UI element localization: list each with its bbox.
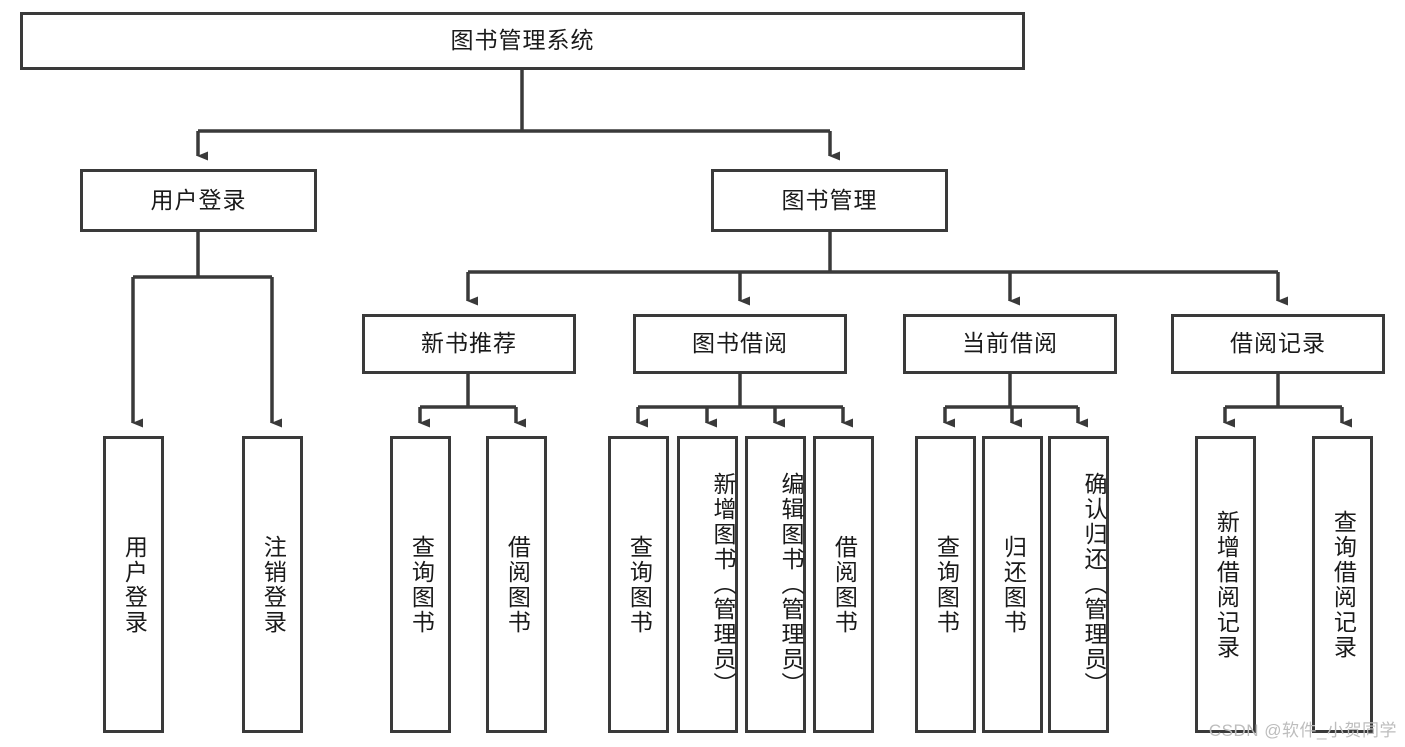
leaf-logout-login[interactable]: 注销登录 — [242, 436, 303, 733]
leaf-borrow-book-new-book[interactable]: 借阅图书 — [486, 436, 547, 733]
node-book-management[interactable]: 图书管理 — [711, 169, 948, 232]
leaf-query-book-new-book[interactable]: 查询图书 — [390, 436, 451, 733]
leaf-edit-book-admin[interactable]: 编辑图书（管理员） — [745, 436, 806, 733]
node-book-management-system[interactable]: 图书管理系统 — [20, 12, 1025, 70]
leaf-return-book[interactable]: 归还图书 — [982, 436, 1043, 733]
leaf-add-book-admin[interactable]: 新增图书（管理员） — [677, 436, 738, 733]
node-book-borrowing[interactable]: 图书借阅 — [633, 314, 847, 374]
node-current-borrowing[interactable]: 当前借阅 — [903, 314, 1117, 374]
node-borrowing-record[interactable]: 借阅记录 — [1171, 314, 1385, 374]
node-new-book-recommendation[interactable]: 新书推荐 — [362, 314, 576, 374]
leaf-borrow-book-borrowing[interactable]: 借阅图书 — [813, 436, 874, 733]
node-user-login[interactable]: 用户登录 — [80, 169, 317, 232]
csdn-watermark: CSDN @软件_小贺同学 — [1208, 721, 1397, 740]
leaf-query-book-borrowing[interactable]: 查询图书 — [608, 436, 669, 733]
leaf-query-book-current[interactable]: 查询图书 — [915, 436, 976, 733]
leaf-confirm-return-admin[interactable]: 确认归还（管理员） — [1048, 436, 1109, 733]
leaf-add-borrow-record[interactable]: 新增借阅记录 — [1195, 436, 1256, 733]
leaf-query-borrow-record[interactable]: 查询借阅记录 — [1312, 436, 1373, 733]
leaf-user-login[interactable]: 用户登录 — [103, 436, 164, 733]
